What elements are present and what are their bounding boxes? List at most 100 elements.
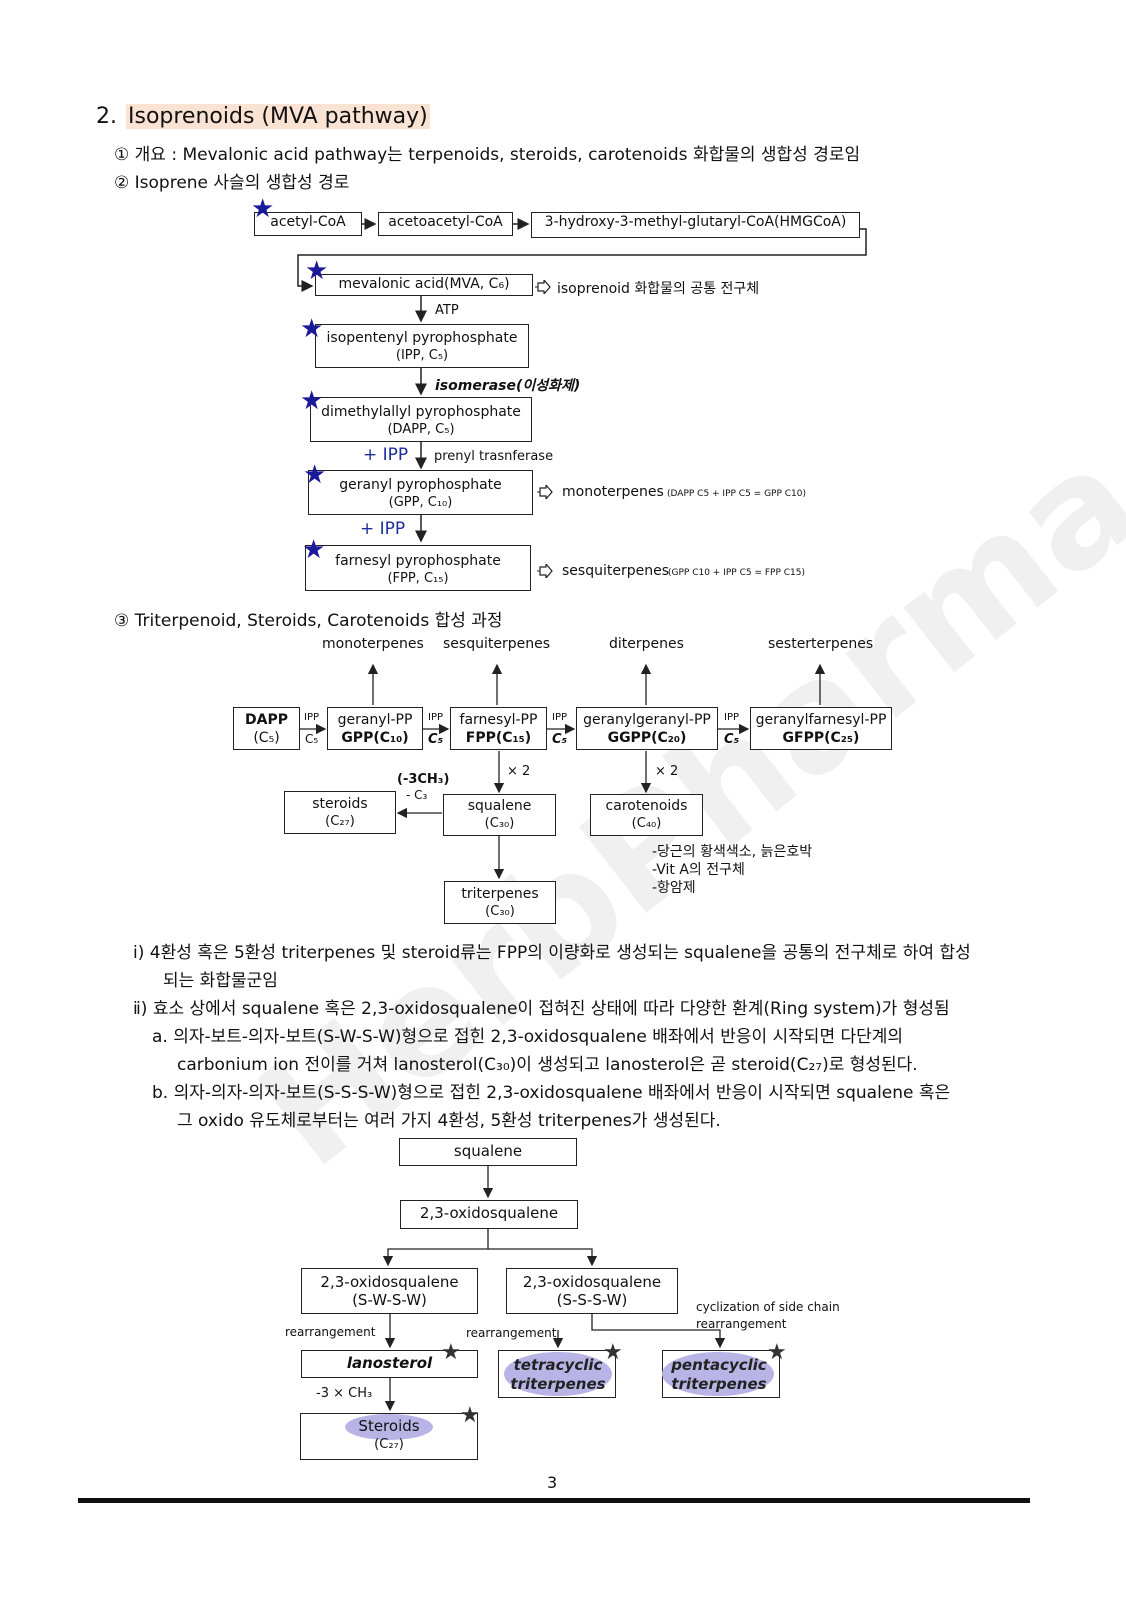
- gfpp-node: geranylfarnesyl-PP GFPP(C₂₅): [750, 707, 892, 750]
- sws-line1: 2,3-oxidosqualene: [320, 1273, 459, 1291]
- cyclization-label-2: rearrangement: [696, 1317, 787, 1331]
- item-isoprene: ② Isoprene 사슬의 생합성 경로: [114, 173, 350, 193]
- acetoacetyl-coa-label: acetoacetyl-CoA: [388, 214, 503, 230]
- gpp-node: geranyl-PP GPP(C₁₀): [327, 707, 423, 750]
- top-sesterterpenes: sesterterpenes: [768, 636, 874, 652]
- steroids-node-name: steroids: [312, 796, 368, 812]
- fpp-box: farnesyl pyrophosphate (FPP, C₁₅): [305, 545, 531, 591]
- lanosterol-label: lanosterol: [346, 1354, 433, 1372]
- pentacyclic-line2: triterpenes: [671, 1375, 767, 1393]
- x2-label-1: × 2: [507, 764, 531, 779]
- steroids-line2: (C₂₇): [374, 1437, 404, 1452]
- sws-line2: (S-W-S-W): [352, 1291, 427, 1309]
- steroids-node: steroids (C₂₇): [284, 791, 396, 834]
- atp-label: ATP: [435, 303, 459, 318]
- sesquiterpenes-note: sesquiterpenes: [562, 563, 669, 579]
- triterpenes-node: triterpenes (C₃₀): [444, 881, 556, 924]
- cyc-squalene-box: squalene: [399, 1138, 577, 1166]
- hmgcoa-label: 3-hydroxy-3-methyl-glutaryl-CoA(HMGCoA): [544, 214, 847, 230]
- dapp-line2: (DAPP, C₅): [387, 422, 455, 437]
- section-number: 2.: [96, 104, 117, 129]
- carotenoids-node: carotenoids (C₄₀): [590, 794, 703, 836]
- top-diterpenes: diterpenes: [609, 636, 684, 652]
- minus-3ch3-label: -3 × CH₃: [316, 1386, 373, 1401]
- gpp-line2: (GPP, C₁₀): [388, 495, 453, 510]
- dapp-node-carbon: (C₅): [253, 730, 280, 746]
- star-icon: ★: [603, 1340, 623, 1365]
- gfpp-node-name: geranylfarnesyl-PP: [755, 712, 887, 728]
- para-ii: ⅱ) 효소 상에서 squalene 혹은 2,3-oxidosqualene이…: [133, 999, 950, 1019]
- tetracyclic-line2: triterpenes: [510, 1375, 606, 1393]
- x2-label-2: × 2: [655, 764, 679, 779]
- star-icon: ★: [305, 256, 329, 286]
- cyc-oxidosqualene-label: 2,3-oxidosqualene: [419, 1204, 559, 1222]
- squalene-node: squalene (C₃₀): [443, 794, 556, 836]
- para-a-line1: a. 의자-보트-의자-보트(S-W-S-W)형으로 접힌 2,3-oxidos…: [152, 1027, 904, 1047]
- monoterpenes-formula: (DAPP C5 + IPP C5 = GPP C10): [667, 489, 807, 499]
- gpp-line1: geranyl pyrophosphate: [339, 477, 502, 493]
- para-a-line2: carbonium ion 전이를 거쳐 lanosterol(C₃₀)이 생성…: [177, 1055, 918, 1075]
- mevalonic-acid-box: mevalonic acid(MVA, C₆): [315, 274, 533, 296]
- squalene-node-carbon: (C₃₀): [484, 816, 515, 831]
- squalene-node-name: squalene: [467, 798, 532, 814]
- pentacyclic-line1: pentacyclic: [671, 1356, 767, 1374]
- ipp-line1: isopentenyl pyrophosphate: [326, 330, 518, 346]
- cyc-oxidosqualene-box: 2,3-oxidosqualene: [400, 1200, 578, 1229]
- top-monoterpenes: monoterpenes: [322, 636, 424, 652]
- steroids-highlight: [345, 1414, 433, 1440]
- prenyl-transferase-label: prenyl trasnferase: [434, 449, 554, 464]
- dapp-node-name: DAPP: [245, 712, 288, 728]
- star-icon: ★: [302, 535, 326, 565]
- hmgcoa-box: 3-hydroxy-3-methyl-glutaryl-CoA(HMGCoA): [531, 212, 860, 238]
- plus-ipp-1: + IPP: [363, 445, 409, 465]
- gpp-node-name: geranyl-PP: [337, 712, 413, 728]
- ggpp-node-name: geranylgeranyl-PP: [583, 712, 711, 728]
- c5-label-2: C₅: [428, 732, 444, 747]
- plus-ipp-2: + IPP: [360, 519, 406, 539]
- tetracyclic-highlight: [504, 1352, 612, 1396]
- c5-label-3: C₅: [552, 732, 568, 747]
- lanosterol-box: lanosterol: [301, 1350, 478, 1378]
- acetoacetyl-coa-box: acetoacetyl-CoA: [378, 212, 513, 236]
- ipp-label-4: IPP: [724, 712, 740, 723]
- mevalonic-note: isoprenoid 화합물의 공통 전구체: [557, 281, 760, 297]
- star-icon: ★: [767, 1340, 787, 1365]
- para-i-line2: 되는 화합물군임: [163, 971, 278, 991]
- dapp-box: dimethylallyl pyrophosphate (DAPP, C₅): [310, 397, 532, 442]
- gpp-node-carbon: GPP(C₁₀): [341, 730, 409, 746]
- carotenoids-node-carbon: (C₄₀): [631, 816, 662, 831]
- page-number: 3: [547, 1473, 558, 1492]
- star-icon: ★: [303, 460, 327, 490]
- star-icon: ★: [460, 1403, 480, 1428]
- section-title: Isoprenoids (MVA pathway): [126, 104, 430, 129]
- monoterpenes-note: monoterpenes: [562, 484, 664, 500]
- fpp-line2: (FPP, C₁₅): [387, 571, 449, 586]
- sssw-box: 2,3-oxidosqualene (S-S-S-W): [506, 1268, 678, 1314]
- carotenoid-note-2: -Vit A의 전구체: [652, 862, 745, 878]
- steroids-line1: Steroids: [358, 1417, 420, 1435]
- steroids-node-carbon: (C₂₇): [325, 814, 355, 829]
- ipp-box: isopentenyl pyrophosphate (IPP, C₅): [315, 324, 529, 368]
- para-b-line2: 그 oxido 유도체로부터는 여러 가지 4환성, 5환성 triterpen…: [177, 1111, 721, 1131]
- minus-c3-label: - C₃: [406, 788, 428, 802]
- star-icon: ★: [441, 1340, 461, 1365]
- cyc-squalene-label: squalene: [453, 1142, 523, 1160]
- star-icon: ★: [251, 194, 275, 224]
- ggpp-node-carbon: GGPP(C₂₀): [607, 730, 687, 746]
- minus-ch3-label: (-3CH₃): [397, 772, 450, 787]
- ipp-label-3: IPP: [552, 712, 568, 723]
- tetracyclic-line1: tetracyclic: [513, 1356, 603, 1374]
- triterpenes-node-carbon: (C₃₀): [485, 904, 515, 919]
- ipp-label-1: IPP: [304, 712, 320, 723]
- top-sesquiterpenes: sesquiterpenes: [443, 636, 550, 652]
- para-b-line1: b. 의자-의자-의자-보트(S-S-S-W)형으로 접힌 2,3-oxidos…: [152, 1083, 951, 1103]
- dapp-line1: dimethylallyl pyrophosphate: [321, 404, 521, 420]
- ipp-label-2: IPP: [428, 712, 444, 723]
- carotenoid-note-1: -당근의 황색색소, 늙은호박: [652, 844, 813, 860]
- cyclization-label-1: cyclization of side chain: [696, 1300, 840, 1314]
- fpp-node-name: farnesyl-PP: [459, 712, 538, 728]
- sssw-line1: 2,3-oxidosqualene: [522, 1273, 662, 1291]
- item-overview: ① 개요 : Mevalonic acid pathway는 terpenoid…: [114, 145, 861, 165]
- c5-label-1: C₅: [305, 732, 319, 746]
- sws-box: 2,3-oxidosqualene (S-W-S-W): [301, 1268, 478, 1314]
